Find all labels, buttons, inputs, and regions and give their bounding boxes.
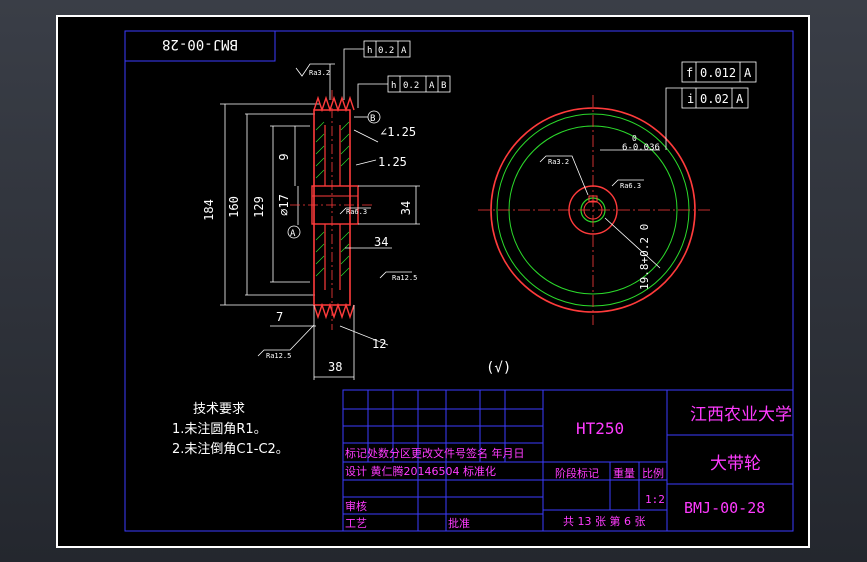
notes-item-1: 1.未注圆角R1。 xyxy=(172,422,267,437)
front-view: f 0.012 A i 0.02 A 0 6-0.036 Ra3.2 Ra6.3… xyxy=(478,61,757,325)
keyway-top: 0 xyxy=(632,134,637,143)
stage-mark-label: 阶段标记 xyxy=(555,466,599,480)
dim-34-vertical: 34 xyxy=(399,201,413,215)
chamfer-label-2: 1.25 xyxy=(378,155,407,169)
dim-160: 160 xyxy=(227,196,241,218)
datum-b-label: B xyxy=(370,114,375,124)
front-tol1-ref: A xyxy=(744,66,752,80)
tol2-symbol: h xyxy=(391,81,396,91)
front-tol-frame-1 xyxy=(681,61,757,83)
dim-34-horizontal: 34 xyxy=(374,235,388,249)
material-label: HT250 xyxy=(576,419,624,438)
code-box xyxy=(124,30,276,62)
roughness-bottom: Ra12.5 xyxy=(266,352,291,360)
dim-12: 12 xyxy=(372,337,386,351)
tol2-ref2: B xyxy=(441,81,446,91)
notes-item-2: 2.未注倒角C1-C2。 xyxy=(172,442,289,457)
tol1-ref: A xyxy=(401,46,407,56)
check-label: 审核 xyxy=(345,499,367,513)
tol2-ref1: A xyxy=(429,81,435,91)
approve-label: 批准 xyxy=(448,516,470,530)
keyway-dim: 6-0.036 xyxy=(622,143,660,153)
front-tol2-ref: A xyxy=(736,92,744,106)
dim-7: 7 xyxy=(276,310,283,324)
roughness-top: Ra3.2 xyxy=(309,69,330,77)
chamfer-label-1: ∠1.25 xyxy=(380,125,416,139)
datum-a-marker xyxy=(287,225,301,239)
dim-17: ⌀17 xyxy=(277,194,291,216)
dim-38: 38 xyxy=(328,360,342,374)
dim-9: 9 xyxy=(277,153,291,160)
title-block xyxy=(342,389,794,532)
scale-value: 1:2 xyxy=(645,493,665,506)
scale-label: 比例 xyxy=(642,466,664,480)
roughness-bore: Ra6.3 xyxy=(346,208,367,216)
general-roughness: (√) xyxy=(486,360,511,376)
design-row: 设计 黄仁腾20146504 标准化 xyxy=(345,464,496,478)
roughness-groove: Ra12.5 xyxy=(392,274,417,282)
row-headers: 标记处数分区更改文件号签名 年月日 xyxy=(345,446,525,460)
front-tol2-value: 0.02 xyxy=(700,92,729,106)
notes-title: 技术要求 xyxy=(193,402,245,417)
datum-a-label: A xyxy=(290,229,296,239)
sheets-label: 共 13 张 第 6 张 xyxy=(563,514,645,528)
dim-129: 129 xyxy=(252,196,266,218)
code-box-text: BMJ-00-28 xyxy=(162,36,238,52)
tol1-value: 0.2 xyxy=(378,46,394,56)
side-view: 184 160 129 9 ⌀17 xyxy=(202,40,451,380)
front-tol1-symbol: f xyxy=(686,66,693,80)
dim-184: 184 xyxy=(202,199,216,221)
drawing-number: BMJ-00-28 xyxy=(684,499,765,517)
part-name: 大带轮 xyxy=(710,454,761,474)
process-label: 工艺 xyxy=(345,517,367,530)
front-tol2-symbol: i xyxy=(687,92,694,106)
front-tol-frame-2 xyxy=(681,87,749,109)
tol1-symbol: h xyxy=(367,46,372,56)
bore-dim: 19.8+0.2 0 xyxy=(638,224,651,290)
school-name: 江西农业大学 xyxy=(690,405,792,425)
weight-label: 重量 xyxy=(613,466,635,480)
front-tol1-value: 0.012 xyxy=(700,66,736,80)
front-roughness-2: Ra6.3 xyxy=(620,182,641,190)
front-roughness-1: Ra3.2 xyxy=(548,158,569,166)
tol2-value: 0.2 xyxy=(403,81,419,91)
drawing-canvas[interactable] xyxy=(56,15,810,548)
